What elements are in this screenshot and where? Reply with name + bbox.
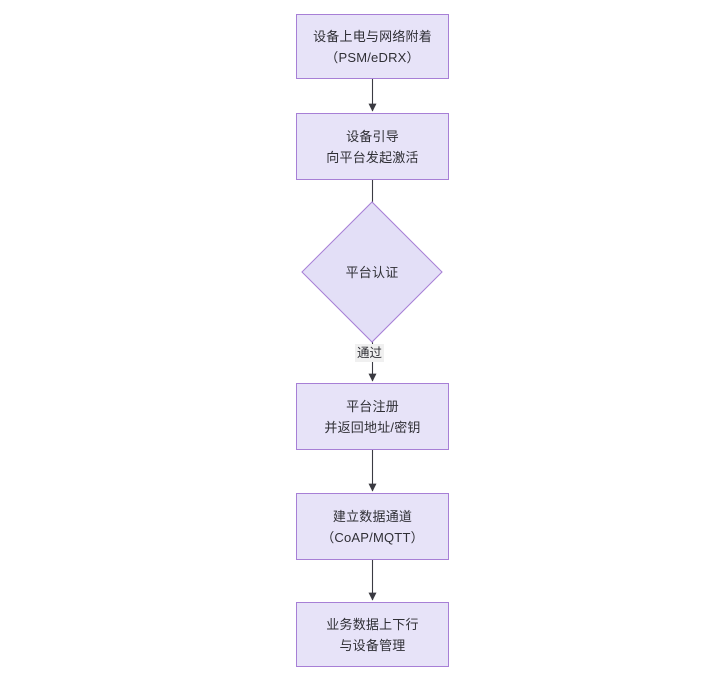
node-line: （CoAP/MQTT） — [321, 529, 424, 545]
node-line: 设备引导 — [346, 128, 399, 144]
node-line: 并返回地址/密钥 — [324, 419, 421, 435]
node-line: 建立数据通道 — [332, 508, 413, 524]
node-device-power-on[interactable]: 设备上电与网络附着 （PSM/eDRX） — [296, 14, 449, 79]
node-platform-register[interactable]: 平台注册 并返回地址/密钥 — [296, 383, 449, 450]
node-line: 设备上电与网络附着 — [313, 28, 432, 44]
node-device-bootstrap[interactable]: 设备引导 向平台发起激活 — [296, 113, 449, 180]
node-line: 平台注册 — [346, 398, 399, 414]
node-line: 业务数据上下行 — [326, 616, 419, 632]
node-line: 平台认证 — [345, 264, 399, 280]
node-line: 向平台发起激活 — [326, 149, 419, 165]
node-platform-auth-label: 平台认证 — [322, 222, 422, 322]
node-business-data-and-device-mgmt[interactable]: 业务数据上下行 与设备管理 — [296, 602, 449, 667]
node-line: （PSM/eDRX） — [325, 49, 420, 65]
node-establish-data-channel[interactable]: 建立数据通道 （CoAP/MQTT） — [296, 493, 449, 560]
node-line: 与设备管理 — [339, 637, 406, 653]
edge-label-pass: 通过 — [355, 344, 385, 362]
